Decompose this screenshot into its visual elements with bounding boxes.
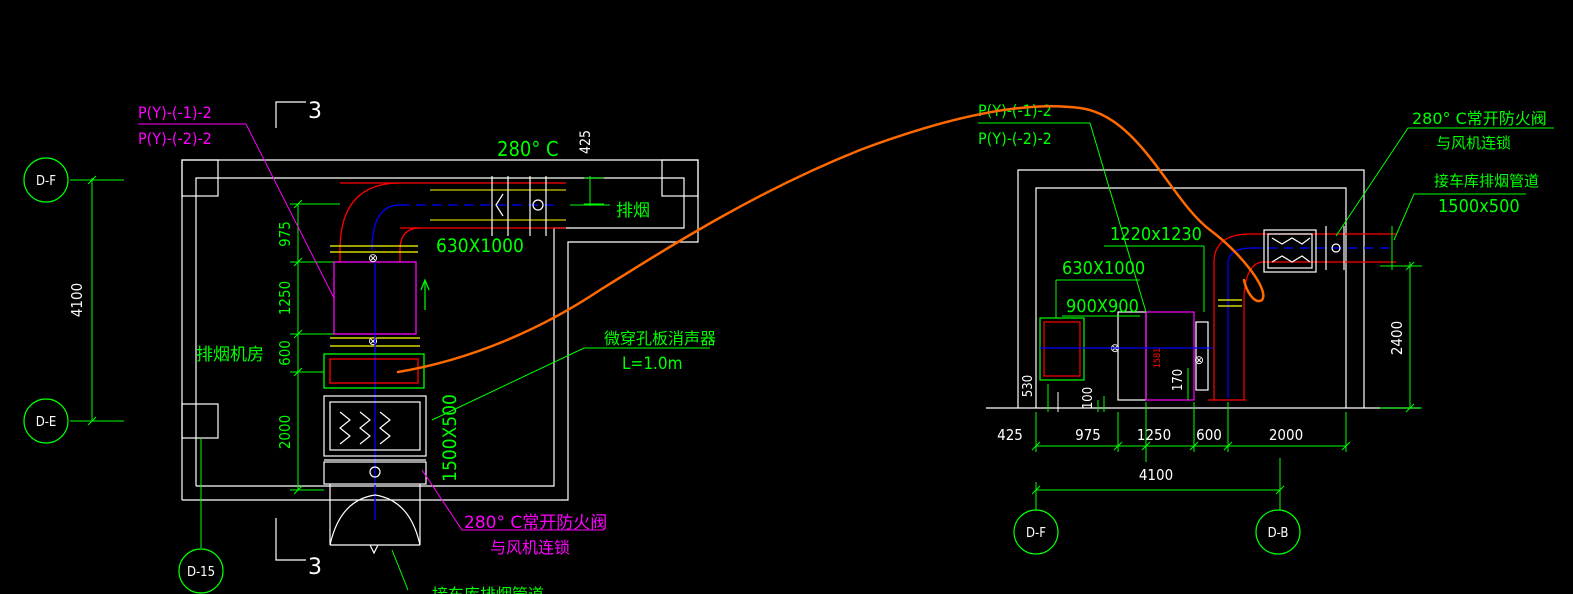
axis-bubble-d-f-right <box>1013 509 1059 555</box>
right-size-1220x1230: 1220x1230 <box>1110 224 1202 245</box>
right-dim-425: 425 <box>997 426 1023 444</box>
bottom-damper-leader <box>421 469 604 531</box>
exhaust-label: 排烟 <box>616 201 650 221</box>
right-horizontal-dimension-chain <box>1031 402 1351 510</box>
left-silencer-outer <box>323 353 425 389</box>
right-fire-damper-label: 280° C常开防火阀 <box>1412 109 1547 128</box>
right-dim-100: 100 <box>1081 387 1096 409</box>
right-connect-size: 1500x500 <box>1438 196 1520 217</box>
axis-bubble-d-15 <box>178 548 224 594</box>
left-room-walls <box>181 159 699 501</box>
axis-label-d-15: D-15 <box>187 565 215 580</box>
duct-size-1500x500-vertical: 1500X500 <box>439 394 461 482</box>
bottom-note-leader <box>391 549 409 591</box>
left-filter-box <box>323 395 427 485</box>
bottom-fire-damper-sub: 与风机连锁 <box>490 538 570 557</box>
dim-2000-vertical: 2000 <box>276 415 294 449</box>
right-fan-body <box>1145 311 1195 401</box>
right-dim-600: 600 <box>1196 426 1222 444</box>
axis-label-d-b: D-B <box>1268 526 1289 541</box>
left-top-damper <box>491 176 547 236</box>
right-connect-leader <box>1393 193 1526 241</box>
section-mark-top: 3 <box>308 99 322 124</box>
left-equipment-tag-bottom: P(Y)-(-2)-2 <box>138 129 212 148</box>
right-equipment-tag-top: P(Y)-(-1)-2 <box>978 101 1052 120</box>
right-dim-2400: 2400 <box>1388 321 1406 355</box>
left-overall-dim-4100: 4100 <box>68 283 86 317</box>
dim-425-top: 425 <box>578 130 594 154</box>
flow-arrow-icon <box>420 278 430 291</box>
bottom-cut-note: 接车库排烟管道 <box>432 585 544 594</box>
right-vibration-mark-right: ⊗ <box>1194 353 1204 367</box>
axis-label-d-f-left: D-F <box>36 174 56 189</box>
right-top-damper <box>1263 226 1345 273</box>
bottom-fire-damper-label: 280° C常开防火阀 <box>464 513 607 533</box>
left-silencer-inner <box>329 358 419 384</box>
left-overall-dimension <box>70 175 124 426</box>
right-size-630x1000: 630X1000 <box>1062 258 1145 279</box>
room-label-smoke-exhaust: 排烟机房 <box>196 345 264 365</box>
right-vertical-duct <box>1208 233 1396 401</box>
left-equipment-tag-top: P(Y)-(-1)-2 <box>138 103 212 122</box>
axis-label-d-e: D-E <box>36 415 57 430</box>
axis-bubble-d-f-left <box>23 157 69 203</box>
silencer-leader <box>431 347 710 421</box>
right-2400-dimension <box>1380 261 1422 413</box>
duct-size-630x1000: 630X1000 <box>436 235 524 257</box>
left-vertical-dimension-chain <box>290 199 340 495</box>
dim-600-vertical: 600 <box>276 340 294 366</box>
right-overall-dim-4100: 4100 <box>1139 466 1173 484</box>
left-section-marks <box>275 101 306 561</box>
left-section-plan: 3 3 ⊗ ⊗ <box>23 99 716 594</box>
fan-vibration-mark-bottom: ⊗ <box>368 334 378 348</box>
section-mark-bottom: 3 <box>308 555 322 580</box>
right-silencer-box <box>1039 317 1085 381</box>
axis-label-d-f-right: D-F <box>1026 526 1046 541</box>
right-connect-label: 接车库排烟管道 <box>1434 172 1539 190</box>
axis-bubble-d-b <box>1255 509 1301 555</box>
right-fire-damper-sub: 与风机连锁 <box>1436 134 1511 152</box>
dim-975-vertical: 975 <box>276 221 294 247</box>
left-425-dimension <box>570 176 610 206</box>
silencer-length-label: L=1.0m <box>622 354 683 374</box>
right-section-elevation: ⊗ ⊗ 1581 <box>978 101 1554 555</box>
right-dim-530: 530 <box>1021 375 1036 397</box>
right-dim-2000: 2000 <box>1269 426 1303 444</box>
silencer-label: 微穿孔板消声器 <box>604 329 716 348</box>
right-fan-mark: 1581 <box>1153 348 1163 369</box>
fan-vibration-mark-top: ⊗ <box>368 251 378 265</box>
right-dim-170: 170 <box>1171 369 1186 391</box>
left-bottom-damper-doors <box>329 484 421 555</box>
dim-1250-vertical: 1250 <box>276 281 294 315</box>
axis-bubble-d-e <box>23 398 69 444</box>
right-dim-1250: 1250 <box>1137 426 1171 444</box>
review-markup-curve <box>396 105 1265 374</box>
temp-label-280c: 280° C <box>497 137 559 161</box>
right-size-900x900: 900X900 <box>1066 296 1139 317</box>
right-damper-leader <box>1335 127 1554 237</box>
left-tag-leader <box>245 123 335 299</box>
right-dim-975: 975 <box>1075 426 1101 444</box>
right-equipment-tag-bottom: P(Y)-(-2)-2 <box>978 129 1052 148</box>
